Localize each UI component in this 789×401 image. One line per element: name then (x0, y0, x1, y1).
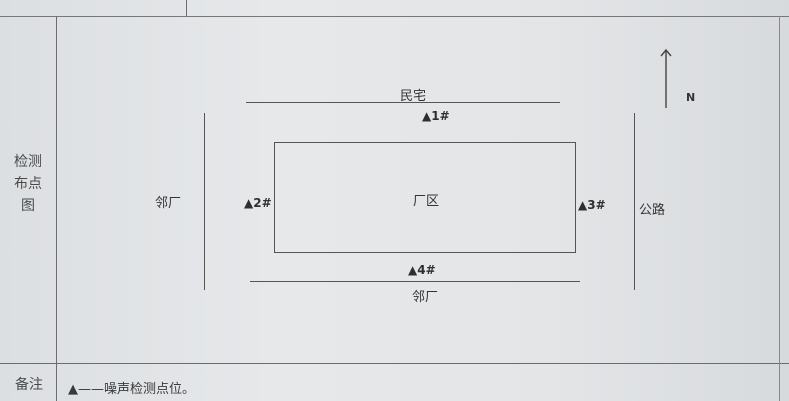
plant-area-outline (274, 142, 576, 253)
bottom-neighbor-label: 邻厂 (412, 290, 439, 305)
diagram-row-label: 检测 布点 图 (12, 151, 44, 217)
plant-area-label: 厂区 (413, 194, 440, 209)
left-boundary-line (204, 113, 206, 290)
right-boundary-line (634, 113, 636, 290)
diagram-row-label-line-1: 检测 (14, 154, 42, 170)
label-column-divider (56, 16, 57, 401)
bottom-boundary-line (250, 281, 580, 283)
north-label: N (686, 91, 696, 104)
diagram-row-label-line-2: 布点 (14, 176, 42, 192)
right-neighbor-label: 公路 (639, 203, 666, 218)
north-arrow-icon (659, 48, 673, 114)
top-neighbor-label: 民宅 (400, 89, 427, 104)
noise-point-3: ▲3# (578, 198, 606, 212)
row-divider-line (0, 363, 789, 364)
top-boundary-line (246, 102, 560, 104)
top-border-line (0, 16, 789, 17)
noise-point-1: ▲1# (422, 109, 450, 123)
remark-row-label: 备注 (15, 377, 43, 393)
remark-text: ▲——噪声检测点位。 (68, 382, 195, 397)
right-border-line (779, 16, 780, 401)
noise-point-2: ▲2# (244, 196, 272, 210)
left-neighbor-label: 邻厂 (155, 196, 182, 211)
noise-point-4: ▲4# (408, 263, 436, 277)
diagram-row-label-line-3: 图 (21, 198, 35, 214)
top-cell-divider (186, 0, 187, 16)
